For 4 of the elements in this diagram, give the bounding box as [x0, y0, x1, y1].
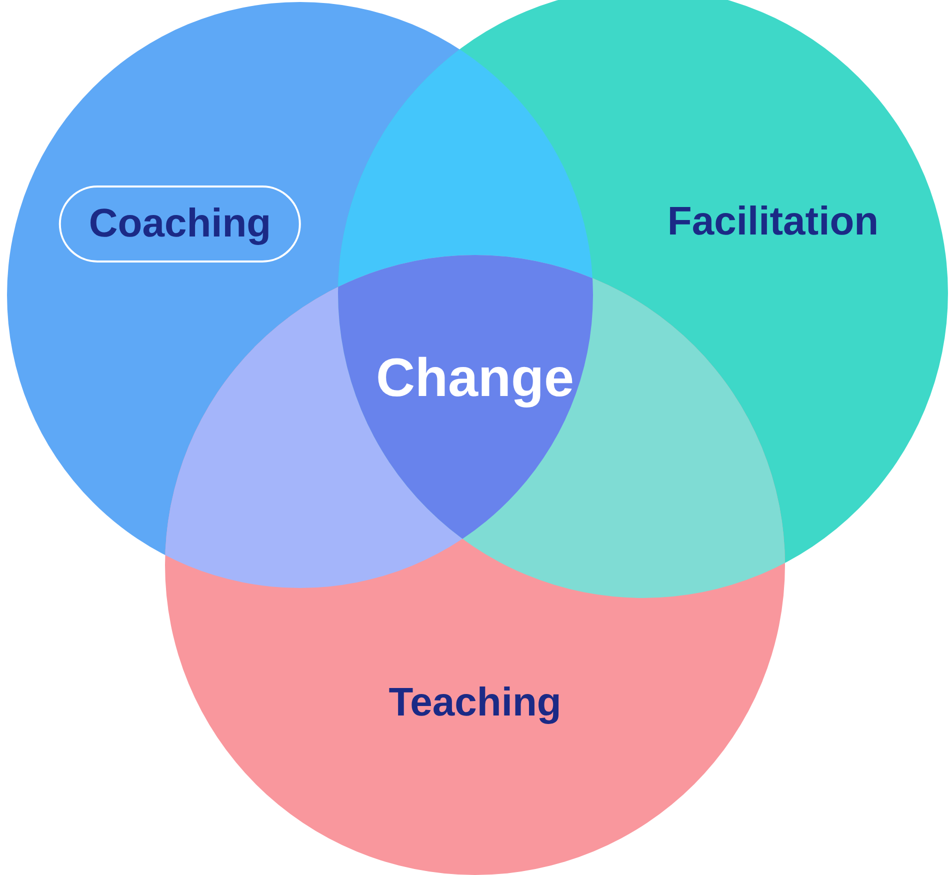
- label-pill: Coaching: [58, 186, 302, 262]
- circle-label: Teaching: [388, 680, 562, 726]
- circle-label: Facilitation: [667, 200, 879, 244]
- center-label: Change: [376, 347, 574, 409]
